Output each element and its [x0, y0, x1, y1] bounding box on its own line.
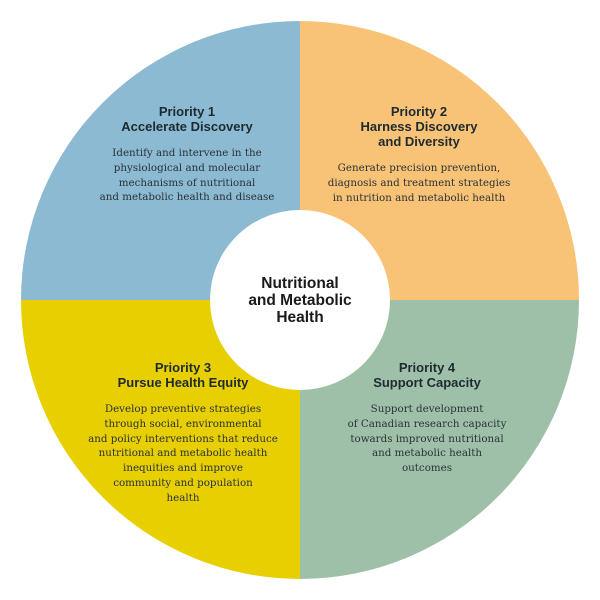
- priority-description-line: nutritional and metabolic health: [98, 447, 268, 460]
- priority-description-line: inequities and improve: [123, 462, 243, 475]
- priority-description-line: in nutrition and metabolic health: [332, 191, 506, 204]
- priority-description-line: towards improved nutritional: [350, 432, 504, 445]
- priority-description-line: diagnosis and treatment strategies: [327, 176, 511, 189]
- priority-description-line: mechanisms of nutritional: [118, 176, 256, 189]
- priority-description-line: Identify and intervene in the: [112, 147, 262, 159]
- priority-description-line: community and population: [113, 476, 253, 489]
- priority-description-line: and metabolic health: [371, 447, 483, 460]
- center-circle: [210, 210, 390, 390]
- priority-description: Develop preventive strategies through soc…: [33, 402, 333, 506]
- priority-description-line: outcomes: [401, 462, 453, 475]
- priority-description-line: Support development: [370, 403, 484, 415]
- priority-description-line: physiological and molecular: [113, 161, 261, 174]
- priority-description-line: through social, environmental: [104, 417, 262, 430]
- center-label-line: and Metabolic: [248, 292, 352, 309]
- priority-title-line: Harness Discovery: [360, 119, 478, 134]
- center-label-line: Health: [276, 309, 324, 326]
- priority-title-line: Pursue Health Equity: [117, 375, 249, 390]
- priority-title-line: Priority 1: [158, 104, 216, 119]
- center-label-line: Nutritional: [261, 275, 339, 292]
- quadrant-priority-3: [21, 300, 300, 579]
- priority-description: Support development of Canadian research …: [277, 402, 577, 476]
- priority-description: Identify and intervene in the physiologic…: [37, 146, 337, 205]
- priority-title-line: and Diversity: [378, 134, 460, 149]
- priority-title-line: Priority 4: [398, 360, 456, 375]
- priority-description-line: and policy interventions that reduce: [88, 432, 278, 445]
- priority-description-line: and metabolic health and disease: [99, 191, 275, 204]
- priority-description-line: of Canadian research capacity: [347, 417, 507, 430]
- priority-title-line: Priority 2: [390, 104, 448, 119]
- center-label: Nutritional and Metabolic Health: [215, 275, 385, 326]
- quadrant-priority-2: [300, 21, 579, 300]
- priority-description-line: Generate precision prevention,: [337, 162, 501, 174]
- quadrant-priority-4: [300, 300, 579, 579]
- priority-title-line: Accelerate Discovery: [121, 119, 253, 134]
- quadrant-priority-1: [21, 21, 300, 300]
- priority-description-line: Develop preventive strategies: [104, 403, 262, 415]
- priority-title-line: Support Capacity: [373, 375, 481, 390]
- priority-title-line: Priority 3: [154, 360, 212, 375]
- priority-description: Generate precision prevention, diagnosis …: [269, 161, 569, 205]
- priority-description-line: health: [166, 491, 200, 504]
